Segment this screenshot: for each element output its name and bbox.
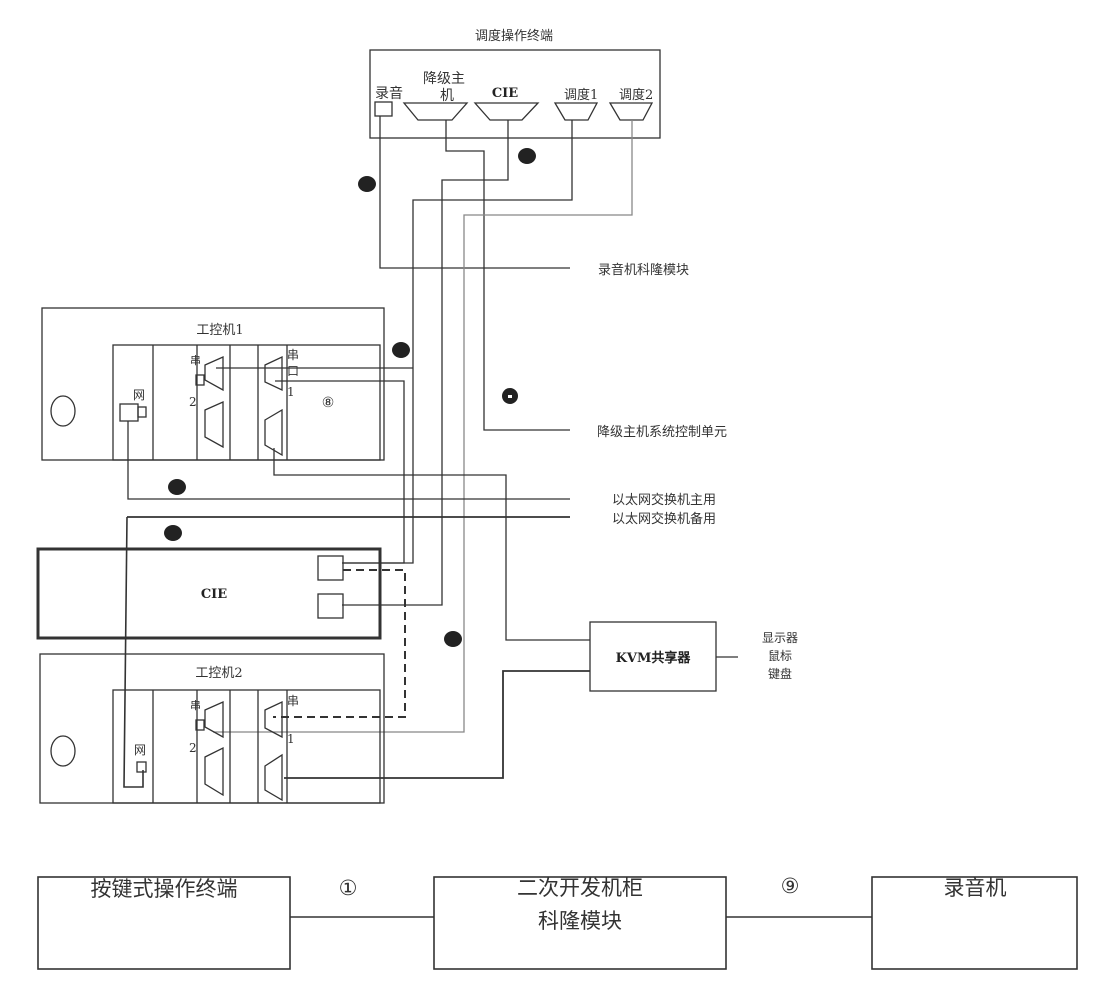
cie-box (36, 547, 382, 640)
target-degraded-host-unit: 降级主机系统控制单元 (597, 425, 727, 440)
ipc1-net-label: 网 (133, 388, 145, 402)
ipc1-power-button (50, 395, 76, 427)
ipc2-serial2-label-1: 串 (190, 699, 201, 712)
ipc2-vga-port (204, 746, 224, 797)
box-secondary-cabinet (433, 876, 727, 970)
cie-box-title: CIE (201, 587, 227, 602)
dispatch2-port (608, 102, 654, 121)
ipc2-power-button (50, 735, 76, 767)
ipc2-serial1-num: 1 (287, 732, 295, 746)
marker-dot (164, 525, 182, 541)
ipc1-serial-aux-port (264, 408, 283, 457)
wire-ipc2-net-to-eth-backup (123, 516, 144, 788)
ipc1-serial2-num: 2 (189, 395, 197, 409)
ipc2-net-label: 网 (134, 743, 146, 757)
port-label-dispatch1: 调度1 (564, 87, 598, 103)
marker-dot (168, 479, 186, 495)
kvm-title: KVM共享器 (616, 650, 692, 666)
peripheral-monitor: 显示器 (762, 631, 798, 645)
ipc1-serial1-label-2: 口 (287, 364, 299, 378)
ipc2-net-port (136, 761, 147, 773)
dispatch-terminal-box (369, 49, 661, 139)
wire-ipc1-net-to-eth-main (127, 421, 570, 500)
peripheral-keyboard: 键盘 (768, 666, 792, 681)
marker-dot (358, 176, 376, 192)
bottom-box2-label-1: 二次开发机柜 (517, 876, 643, 900)
wire-ipc1-serial1-to-cie (275, 380, 405, 564)
dispatch1-port (553, 102, 599, 121)
degraded-host-port (402, 102, 469, 121)
wire-ipc1-to-kvm (273, 448, 590, 641)
ipc2-board (112, 689, 381, 804)
ipc1-serial2-port (204, 355, 224, 392)
ipc1-serial1-port (264, 355, 283, 392)
wire-cie-port-to-cie-box (342, 120, 509, 606)
wire-recording-to-recorder-module (379, 116, 570, 269)
ipc1-serial2-label-1: 串 (190, 354, 201, 367)
ipc2-serial2-port (204, 700, 224, 739)
peripheral-mouse: 鼠标 (768, 649, 792, 663)
wire-ipc2-to-kvm (284, 670, 590, 779)
box-recorder (871, 876, 1078, 970)
marker-dot (518, 148, 536, 164)
cie-port-lower (317, 593, 344, 619)
ipc2-title: 工控机2 (195, 666, 242, 681)
bottom-link2-label: ⑨ (781, 874, 800, 898)
recording-port (374, 101, 393, 117)
port-label-recording: 录音 (375, 85, 403, 102)
ipc1-serial1-label-1: 串 (287, 348, 299, 362)
marker-8: ⑧ (322, 395, 335, 411)
target-recorder-module: 录音机科隆模块 (598, 262, 689, 278)
bottom-box2-label-2: 科隆模块 (538, 909, 622, 933)
cie-port (473, 102, 540, 121)
ipc1-board (112, 344, 381, 461)
bottom-link1-label: ① (339, 876, 358, 900)
ipc1-serial1-num: 1 (287, 385, 295, 399)
dispatch-terminal-title: 调度操作终端 (475, 28, 553, 44)
marker-dot (392, 342, 410, 358)
port-label-dispatch2: 调度2 (619, 87, 653, 103)
cie-port-upper (317, 555, 344, 581)
ipc2-serial2-num: 2 (189, 741, 197, 755)
ipc1-title: 工控机1 (196, 323, 243, 338)
wire-dispatch1-to-cie-box (342, 120, 573, 564)
port-label-degraded-host-1: 降级主 (423, 71, 465, 87)
ipc2-serial1-label-1: 串 (287, 694, 299, 708)
ipc2-serial1-port (264, 700, 283, 739)
bottom-box1-label: 按键式操作终端 (91, 877, 238, 901)
port-label-degraded-host-2: 机 (440, 88, 454, 104)
wire-cie-to-ipc2-serial1-dashed (273, 569, 406, 718)
wire-degraded-host-to-control-unit (445, 120, 570, 431)
box-key-terminal (37, 876, 291, 970)
bottom-box3-label: 录音机 (944, 876, 1007, 900)
marker-dot (444, 631, 462, 647)
ipc1-vga-port (204, 400, 224, 449)
port-label-cie: CIE (492, 86, 518, 101)
target-ethernet-backup: 以太网交换机备用 (612, 511, 716, 527)
target-ethernet-main: 以太网交换机主用 (612, 492, 716, 508)
ipc1-net-port (119, 403, 139, 422)
ipc2-serial-aux-port (264, 753, 283, 802)
